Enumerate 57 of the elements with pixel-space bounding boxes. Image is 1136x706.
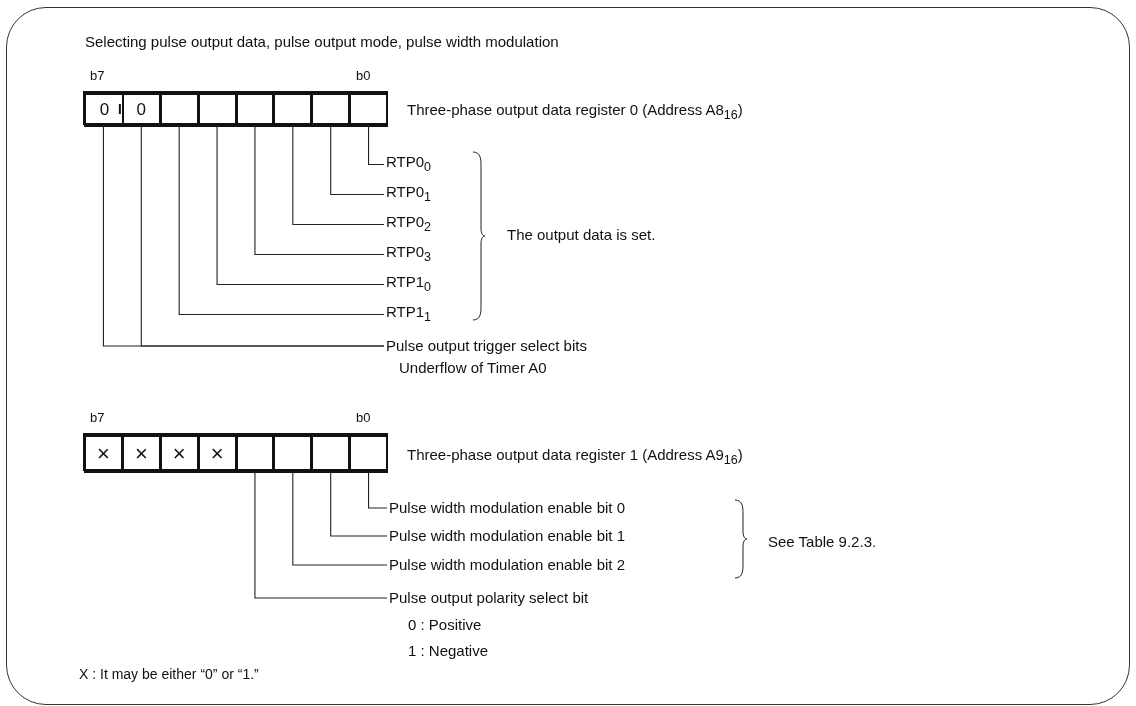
empty-bit-cell	[235, 435, 275, 473]
bit-value: ×	[134, 441, 148, 467]
register-name: Three-phase output data register 0 (Address A8$_{16}$)	[407, 101, 743, 124]
bit-label: RTP0$_{0}$	[386, 153, 432, 176]
bit-number: b0	[356, 67, 371, 85]
bit-label: Pulse output polarity select bit	[389, 589, 589, 607]
bit-label: RTP1$_{1}$	[386, 303, 432, 326]
bit-label: RTP0$_{3}$	[386, 243, 432, 266]
heading: Selecting pulse output data, pulse output mode, pulse width modulation	[85, 33, 559, 51]
value-note: 1 : Negative	[408, 642, 489, 660]
bit-label: Pulse width modulation enable bit 2	[389, 556, 625, 574]
empty-bit-cell	[273, 435, 313, 473]
bit-cell	[84, 435, 123, 473]
panel	[6, 7, 1130, 705]
bit-label: Pulse output trigger select bits	[386, 337, 587, 355]
note: The output data is set.	[507, 226, 656, 244]
bit-cell	[84, 93, 123, 127]
empty-bit-cell	[311, 93, 351, 127]
bit-number: b7	[90, 67, 105, 85]
bit-label: Pulse width modulation enable bit 0	[389, 499, 625, 517]
bit-value: 0	[99, 100, 110, 120]
bit-cell	[121, 435, 161, 473]
empty-bit-cell	[197, 93, 237, 127]
leader-line	[254, 126, 385, 256]
note: See Table 9.2.3.	[768, 533, 877, 551]
bit-cell	[197, 435, 237, 473]
bit-value: ×	[210, 441, 224, 467]
leader-line	[368, 126, 385, 166]
value-note: 0 : Positive	[408, 616, 482, 634]
bit-cell	[121, 93, 161, 127]
empty-bit-cell	[273, 93, 313, 127]
bit-cell	[159, 435, 199, 473]
bit-value: ×	[97, 441, 110, 467]
bit-label: RTP0$_{1}$	[386, 183, 432, 206]
empty-bit-cell	[159, 93, 199, 127]
leader-line	[330, 126, 385, 196]
bit-value: 0	[136, 100, 147, 120]
bit-label: Pulse width modulation enable bit 1	[389, 527, 625, 545]
register-name: Three-phase output data register 1 (Address A9$_{16}$)	[407, 446, 743, 469]
bit-label: RTP1$_{0}$	[386, 273, 432, 296]
empty-bit-cell	[235, 93, 275, 127]
leader-line	[292, 126, 385, 226]
leader-line	[178, 126, 385, 316]
bit-label: RTP0$_{2}$	[386, 213, 432, 236]
leader-line	[216, 126, 385, 286]
bit-number: b0	[356, 409, 371, 427]
empty-bit-cell	[349, 435, 388, 473]
leader-line	[254, 472, 388, 599]
value-note: Underflow of Timer A0	[399, 359, 547, 377]
bit-value: ×	[172, 441, 186, 467]
leader-line	[368, 472, 388, 509]
note: X : It may be either “0” or “1.”	[79, 665, 259, 683]
empty-bit-cell	[311, 435, 351, 473]
empty-bit-cell	[349, 93, 388, 127]
leader-line	[292, 472, 388, 566]
leader-line	[330, 472, 388, 537]
bit-number: b7	[90, 409, 105, 427]
